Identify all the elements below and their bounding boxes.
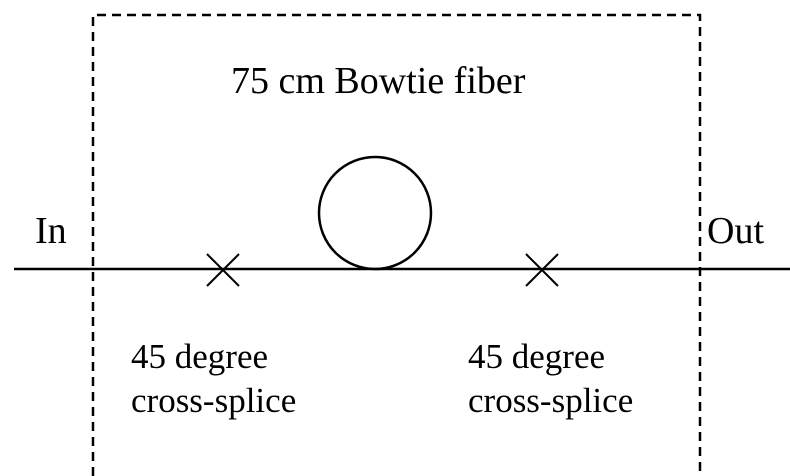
output-label: Out: [707, 210, 764, 252]
splice-label-right-line2: cross-splice: [468, 381, 634, 420]
splice-label-left-line2: cross-splice: [131, 381, 297, 420]
fiber-loop: [317, 155, 433, 271]
splice-label-right: 45 degree cross-splice: [468, 335, 633, 423]
splice-label-left: 45 degree cross-splice: [131, 335, 296, 423]
splice-marker-left: [206, 253, 240, 287]
fiber-title: 75 cm Bowtie fiber: [231, 60, 526, 102]
fiber-enclosure-box: [91, 13, 702, 476]
splice-marker-right: [525, 253, 559, 287]
splice-label-right-line1: 45 degree: [468, 337, 606, 376]
splice-label-left-line1: 45 degree: [131, 337, 269, 376]
input-label: In: [35, 210, 67, 252]
